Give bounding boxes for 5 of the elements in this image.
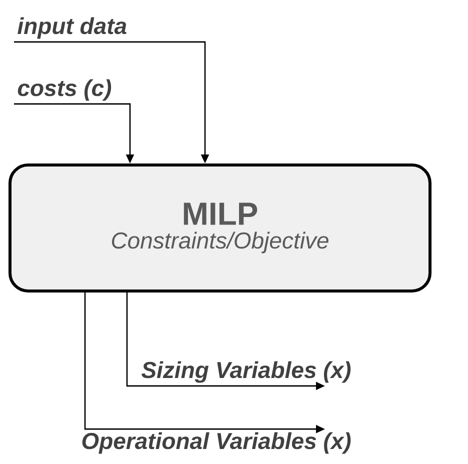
- text-label: Operational Variables (x): [82, 432, 351, 454]
- process-box: MILP Constraints/Objective: [8, 164, 432, 292]
- text-label: costs (c): [18, 79, 112, 101]
- text-label: Sizing Variables (x): [141, 361, 351, 383]
- text-label: input data: [18, 17, 126, 39]
